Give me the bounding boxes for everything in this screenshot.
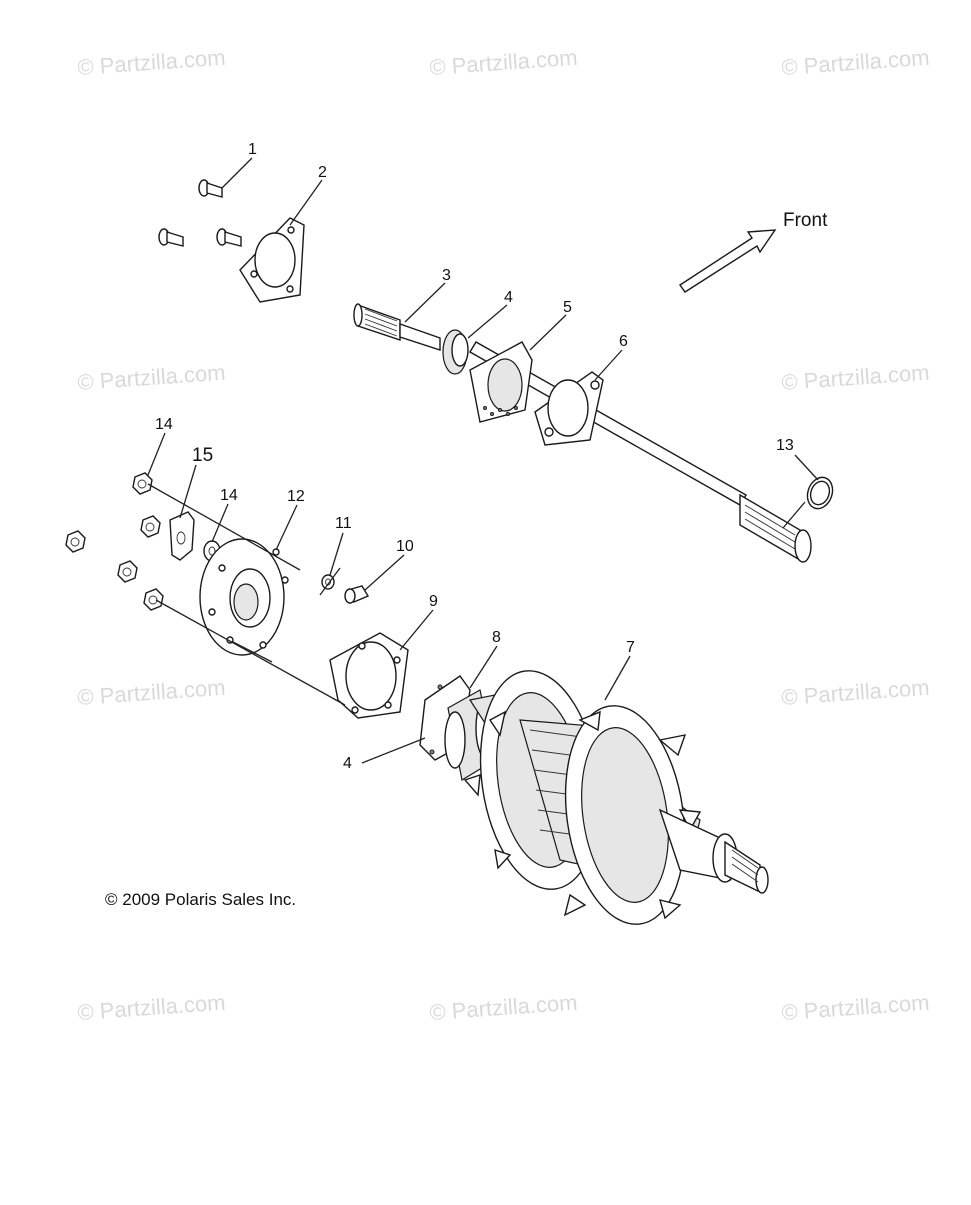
bracket-part-15 xyxy=(169,511,195,561)
washer-part-11 xyxy=(321,574,335,590)
gasket-part-9 xyxy=(329,632,409,719)
front-label: Front xyxy=(783,210,828,231)
plug-part-10 xyxy=(344,585,370,604)
callout-14: 14 xyxy=(220,487,238,504)
callout-13: 13 xyxy=(776,437,794,454)
watermark: © Partzilla.com xyxy=(77,990,227,1025)
callout-15: 15 xyxy=(192,445,213,466)
drive-sprocket-part-7 xyxy=(463,670,769,925)
callout-2: 2 xyxy=(318,164,327,181)
front-direction-arrow xyxy=(679,229,777,293)
bearing-part-4 xyxy=(442,329,469,375)
watermark: © Partzilla.com xyxy=(781,45,931,80)
o-ring-part-13 xyxy=(806,476,834,510)
watermark: © Partzilla.com xyxy=(429,45,579,80)
callout-12: 12 xyxy=(287,488,305,505)
callout-1: 1 xyxy=(248,141,257,158)
bearing-housing-part-8 xyxy=(419,675,497,781)
leader-lines xyxy=(147,157,819,764)
callouts: 1 2 3 4 5 6 13 14 15 14 12 11 10 9 8 7 4 xyxy=(155,141,794,772)
watermark: © Partzilla.com xyxy=(781,360,931,395)
watermark: © Partzilla.com xyxy=(77,360,227,395)
callout-3: 3 xyxy=(442,267,451,284)
flange-ring-part-6 xyxy=(534,371,604,446)
callout-10: 10 xyxy=(396,538,414,555)
bearing-flange-part-5 xyxy=(469,341,533,423)
callout-9: 9 xyxy=(429,593,438,610)
callout-4: 4 xyxy=(504,289,513,306)
callout-8: 8 xyxy=(492,629,501,646)
nuts-and-washers xyxy=(65,472,221,611)
bolt-part-1 xyxy=(158,179,242,247)
watermarks: © Partzilla.com © Partzilla.com © Partzi… xyxy=(77,45,931,1025)
callout-7: 7 xyxy=(626,639,635,656)
callout-14: 14 xyxy=(155,416,173,433)
watermark: © Partzilla.com xyxy=(77,45,227,80)
copyright-text: © 2009 Polaris Sales Inc. xyxy=(105,890,296,909)
hub-part-12 xyxy=(199,538,289,656)
drive-shaft-part-3 xyxy=(353,303,812,563)
watermark: © Partzilla.com xyxy=(77,675,227,710)
watermark: © Partzilla.com xyxy=(429,990,579,1025)
callout-6: 6 xyxy=(619,333,628,350)
callout-11: 11 xyxy=(335,515,352,532)
watermark: © Partzilla.com xyxy=(781,675,931,710)
flange-gasket-part-2 xyxy=(239,217,305,303)
watermark: © Partzilla.com xyxy=(781,990,931,1025)
callout-5: 5 xyxy=(563,299,572,316)
callout-4: 4 xyxy=(343,755,352,772)
